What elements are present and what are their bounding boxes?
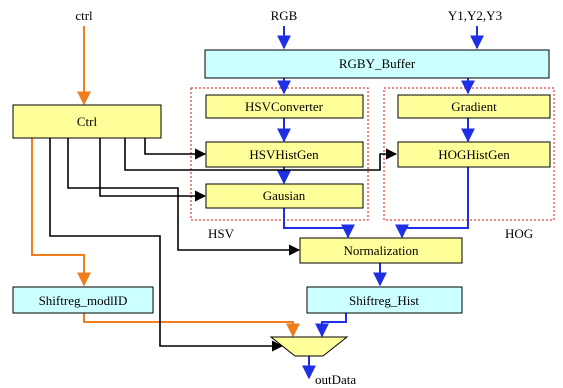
shiftreg-hist-to-mux-arrow — [315, 313, 347, 338]
hsvconverter-block — [205, 94, 364, 119]
hog-group-label: HOG — [505, 226, 533, 241]
hoghistgen-to-normalization-arrow — [395, 167, 469, 239]
hsvconverter-label: HSVConverter — [245, 99, 324, 114]
hsvhistgen-block — [205, 141, 364, 168]
gausian-label: Gausian — [263, 188, 306, 203]
rgb-input-label: RGB — [271, 8, 298, 23]
rgby-buffer-block — [204, 49, 550, 79]
ctrl-input-label: ctrl — [75, 8, 93, 23]
y-input-label: Y1,Y2,Y3 — [448, 8, 502, 23]
ctrl-label: Ctrl — [77, 114, 98, 129]
ctrl-to-normalization-arrow — [67, 138, 301, 256]
hoghistgen-label: HOGHistGen — [438, 147, 510, 162]
hoghistgen-block — [397, 141, 551, 168]
gradient-block — [397, 94, 551, 119]
gausian-to-normalization-arrow — [283, 208, 355, 239]
gausian-block — [205, 183, 364, 209]
ctrl-to-mux-arrow — [49, 138, 284, 352]
normalization-label: Normalization — [343, 243, 419, 258]
normalization-block — [299, 237, 463, 264]
rgby-buffer-label: RGBY_Buffer — [339, 56, 416, 71]
ctrl-to-hoghistgen-arrow — [124, 138, 398, 171]
output-mux — [269, 336, 349, 357]
shiftreg-hist-block — [306, 286, 463, 314]
ctrl-to-gausian-arrow — [99, 138, 207, 202]
gradient-label: Gradient — [451, 99, 497, 114]
shiftreg-hist-label: Shiftreg_Hist — [349, 293, 419, 308]
hsv-group-label: HSV — [208, 226, 235, 241]
hsvhistgen-label: HSVHistGen — [249, 147, 319, 162]
shiftreg-modlid-block — [12, 286, 154, 314]
shiftreg-modlid-label: Shiftreg_modlID — [39, 293, 128, 308]
ctrl-block — [12, 104, 162, 139]
shiftreg-modlid-to-mux-arrow — [83, 313, 300, 338]
outdata-label: outData — [315, 372, 356, 387]
ctrl-to-shiftreg-modlid-arrow — [31, 138, 91, 287]
